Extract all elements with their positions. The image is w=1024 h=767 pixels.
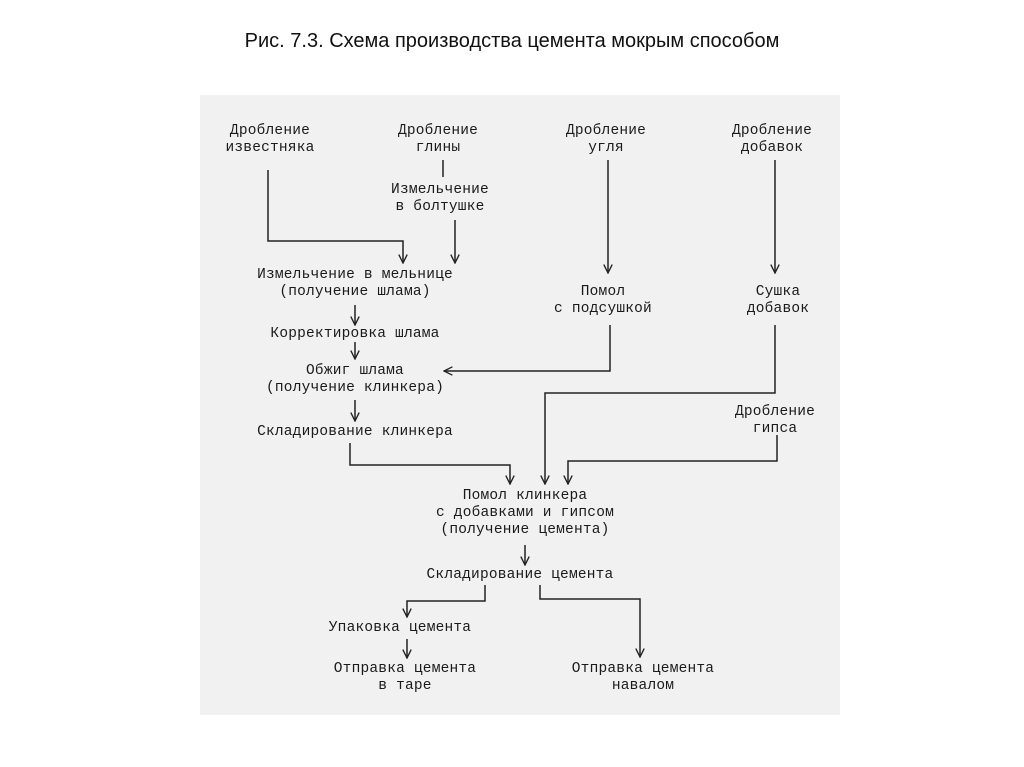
connector-limestone-to-mill bbox=[267, 170, 403, 263]
connector-layer bbox=[267, 160, 840, 715]
node-clinker-storage: Складирование клинкера bbox=[257, 424, 453, 441]
node-cement-storage: Складирование цемента bbox=[427, 567, 614, 584]
node-line: Сушка bbox=[755, 284, 801, 300]
node-line: Отправка цемента bbox=[571, 661, 715, 677]
node-line: Дробление bbox=[565, 123, 647, 139]
node-line: в болтушке bbox=[395, 199, 485, 215]
node-line: с добавками и гипсом bbox=[435, 505, 615, 521]
node-line: Дробление bbox=[397, 123, 479, 139]
node-line: навалом bbox=[611, 678, 675, 694]
node-line: Измельчение в мельнице bbox=[257, 267, 453, 283]
figure-caption: Рис. 7.3. Схема производства цемента мок… bbox=[244, 30, 780, 52]
node-line: глины bbox=[415, 140, 461, 156]
connector-drying-to-grinding bbox=[545, 325, 776, 484]
node-line: Помол клинкера bbox=[462, 488, 588, 504]
connector-storage-to-grinding bbox=[349, 443, 510, 484]
connector-coal-to-firing bbox=[444, 325, 611, 371]
node-line: Измельчение bbox=[391, 182, 489, 198]
node-mill-grinding: Измельчение в мельнице(получение шлама) bbox=[257, 267, 453, 301]
node-line: известняка bbox=[225, 140, 315, 156]
node-line: Помол bbox=[580, 284, 626, 300]
node-slurry-correction: Корректировка шлама bbox=[270, 326, 439, 343]
node-line: Дробление bbox=[734, 404, 816, 420]
node-line: в таре bbox=[378, 678, 432, 694]
node-line: (получение цемента) bbox=[440, 522, 610, 538]
node-line: (получение клинкера) bbox=[265, 380, 445, 396]
connector-gypsum-to-grinding bbox=[568, 435, 778, 484]
node-line: гипса bbox=[752, 421, 798, 437]
node-line: Складирование клинкера bbox=[257, 424, 453, 440]
node-cement-packing: Упаковка цемента bbox=[329, 620, 471, 637]
node-line: Упаковка цемента bbox=[328, 620, 472, 636]
connector-storage-to-packing bbox=[407, 585, 486, 617]
node-line: с подсушкой bbox=[554, 301, 652, 317]
node-line: Отправка цемента bbox=[333, 661, 477, 677]
node-line: Дробление bbox=[731, 123, 813, 139]
node-slurry-firing: Обжиг шлама(получение клинкера) bbox=[266, 363, 444, 397]
node-line: добавок bbox=[740, 140, 804, 156]
node-line: угля bbox=[588, 140, 624, 156]
node-line: Дробление bbox=[229, 123, 311, 139]
node-line: (получение шлама) bbox=[279, 284, 431, 300]
node-line: Складирование цемента bbox=[426, 567, 614, 583]
node-line: Обжиг шлама bbox=[306, 363, 404, 379]
node-line: добавок bbox=[746, 301, 810, 317]
node-line: Корректировка шлама bbox=[270, 326, 440, 342]
connector-storage-to-bulk bbox=[539, 585, 640, 657]
